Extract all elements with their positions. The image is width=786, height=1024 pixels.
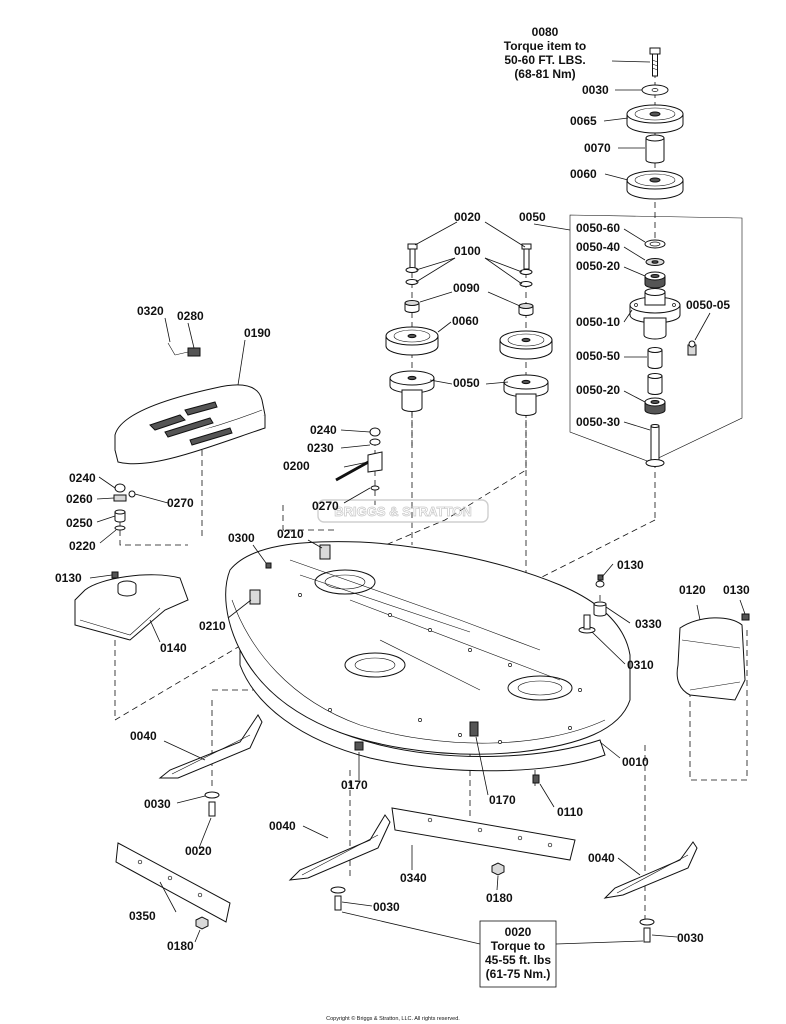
label-0040: 0040 xyxy=(130,729,157,743)
pulley-0065 xyxy=(626,104,684,134)
label-0040: 0040 xyxy=(588,851,615,865)
belt-cover-0190 xyxy=(114,384,266,465)
svg-text:Torque to: Torque to xyxy=(491,939,545,953)
label-0020: 0020 xyxy=(454,210,481,224)
spindle-exploded-parts xyxy=(629,239,697,467)
label-0220: 0220 xyxy=(69,539,96,553)
bolt-0110 xyxy=(532,774,540,784)
label-0050: 0050 xyxy=(453,376,480,390)
nut-0180-center xyxy=(491,862,505,876)
label-0070: 0070 xyxy=(584,141,611,155)
label-0320: 0320 xyxy=(137,304,164,318)
bolt-0080 xyxy=(649,47,661,77)
label-0120: 0120 xyxy=(679,583,706,597)
knob-0280 xyxy=(167,342,201,357)
blade-0040-left xyxy=(158,714,263,779)
torque-note-0020: 0020 Torque to 45-55 ft. lbs (61-75 Nm.) xyxy=(479,920,557,988)
baffle-0350 xyxy=(115,842,231,923)
label-0010: 0010 xyxy=(622,755,649,769)
label-0030: 0030 xyxy=(677,931,704,945)
pulley-0060-top xyxy=(626,170,684,200)
nut-0170-left xyxy=(354,741,364,751)
svg-text:45-55 ft. lbs: 45-55 ft. lbs xyxy=(485,953,551,967)
baffle-0140 xyxy=(74,574,189,641)
nut-0180-left xyxy=(195,916,209,930)
label-0060: 0060 xyxy=(452,314,479,328)
label-0240: 0240 xyxy=(69,471,96,485)
label-0130: 0130 xyxy=(55,571,82,585)
left-spindle xyxy=(385,243,439,412)
label-0110: 0110 xyxy=(557,805,583,819)
label-0140: 0140 xyxy=(160,641,187,655)
left-hardware-stack xyxy=(113,483,136,531)
label-0330: 0330 xyxy=(635,617,662,631)
label-0050-60: 0050-60 xyxy=(576,221,620,235)
spindle-housing-0050-10 xyxy=(629,288,681,340)
torque-note-0080: 0080 Torque item to 50-60 FT. LBS. (68-8… xyxy=(504,25,586,81)
label-0310: 0310 xyxy=(627,658,654,672)
blade-hardware xyxy=(204,791,655,943)
svg-text:0080: 0080 xyxy=(532,25,559,39)
label-0210: 0210 xyxy=(199,619,226,633)
label-0050-40: 0050-40 xyxy=(576,240,620,254)
label-0230: 0230 xyxy=(307,441,334,455)
label-0030: 0030 xyxy=(373,900,400,914)
mower-deck-0010 xyxy=(225,541,631,772)
leader-lines xyxy=(89,60,746,945)
label-0065: 0065 xyxy=(570,114,597,128)
label-0270: 0270 xyxy=(167,496,194,510)
label-0200: 0200 xyxy=(283,459,310,473)
label-0050-50: 0050-50 xyxy=(576,349,620,363)
label-0130: 0130 xyxy=(723,583,750,597)
svg-text:0020: 0020 xyxy=(505,925,532,939)
watermark-text: BRIGGS & STRATTON xyxy=(334,504,471,519)
label-0350: 0350 xyxy=(129,909,156,923)
label-0260: 0260 xyxy=(66,492,93,506)
label-0210: 0210 xyxy=(277,527,304,541)
copyright-text: Copyright © Briggs & Stratton, LLC. All … xyxy=(326,1015,460,1022)
svg-text:(68-81 Nm): (68-81 Nm) xyxy=(514,67,575,81)
blade-0040-center xyxy=(288,814,391,881)
label-0100: 0100 xyxy=(454,244,481,258)
label-0180: 0180 xyxy=(486,891,513,905)
label-0300: 0300 xyxy=(228,531,255,545)
label-0180: 0180 xyxy=(167,939,194,953)
label-0060: 0060 xyxy=(570,167,597,181)
drive-pulley-stack xyxy=(626,47,684,200)
svg-text:Torque item to: Torque item to xyxy=(504,39,586,53)
label-0040: 0040 xyxy=(269,819,296,833)
baffle-0340 xyxy=(391,807,576,861)
right-spindle xyxy=(499,243,553,416)
bracket-0170-right xyxy=(469,721,479,737)
label-0190: 0190 xyxy=(244,326,271,340)
watermark: BRIGGS & STRATTON xyxy=(317,499,489,523)
label-0340: 0340 xyxy=(400,871,427,885)
spindle-assembly-callout-box xyxy=(569,214,743,463)
hardware-0330-0310 xyxy=(578,580,607,634)
svg-text:50-60 FT. LBS.: 50-60 FT. LBS. xyxy=(504,53,585,67)
label-0250: 0250 xyxy=(66,516,93,530)
label-0030: 0030 xyxy=(582,83,609,97)
label-0030: 0030 xyxy=(144,797,171,811)
label-0090: 0090 xyxy=(453,281,480,295)
label-0050-05: 0050-05 xyxy=(686,298,730,312)
label-0020: 0020 xyxy=(185,844,212,858)
label-0050-10: 0050-10 xyxy=(576,315,620,329)
label-0050-20: 0050-20 xyxy=(576,383,620,397)
label-0050-20: 0050-20 xyxy=(576,259,620,273)
label-0280: 0280 xyxy=(177,309,204,323)
rod-0200 xyxy=(335,427,383,491)
blade-0040-right xyxy=(603,841,698,899)
label-0170: 0170 xyxy=(341,778,368,792)
label-0270: 0270 xyxy=(312,499,339,513)
label-0050: 0050 xyxy=(519,210,546,224)
chute-0120 xyxy=(676,617,746,701)
label-0050-30: 0050-30 xyxy=(576,415,620,429)
label-0240: 0240 xyxy=(310,423,337,437)
label-0170: 0170 xyxy=(489,793,516,807)
part-labels: 0030 0065 0070 0060 0020 0050 0100 0090 … xyxy=(55,83,750,953)
label-0130: 0130 xyxy=(617,558,644,572)
svg-text:(61-75 Nm.): (61-75 Nm.) xyxy=(486,967,551,981)
